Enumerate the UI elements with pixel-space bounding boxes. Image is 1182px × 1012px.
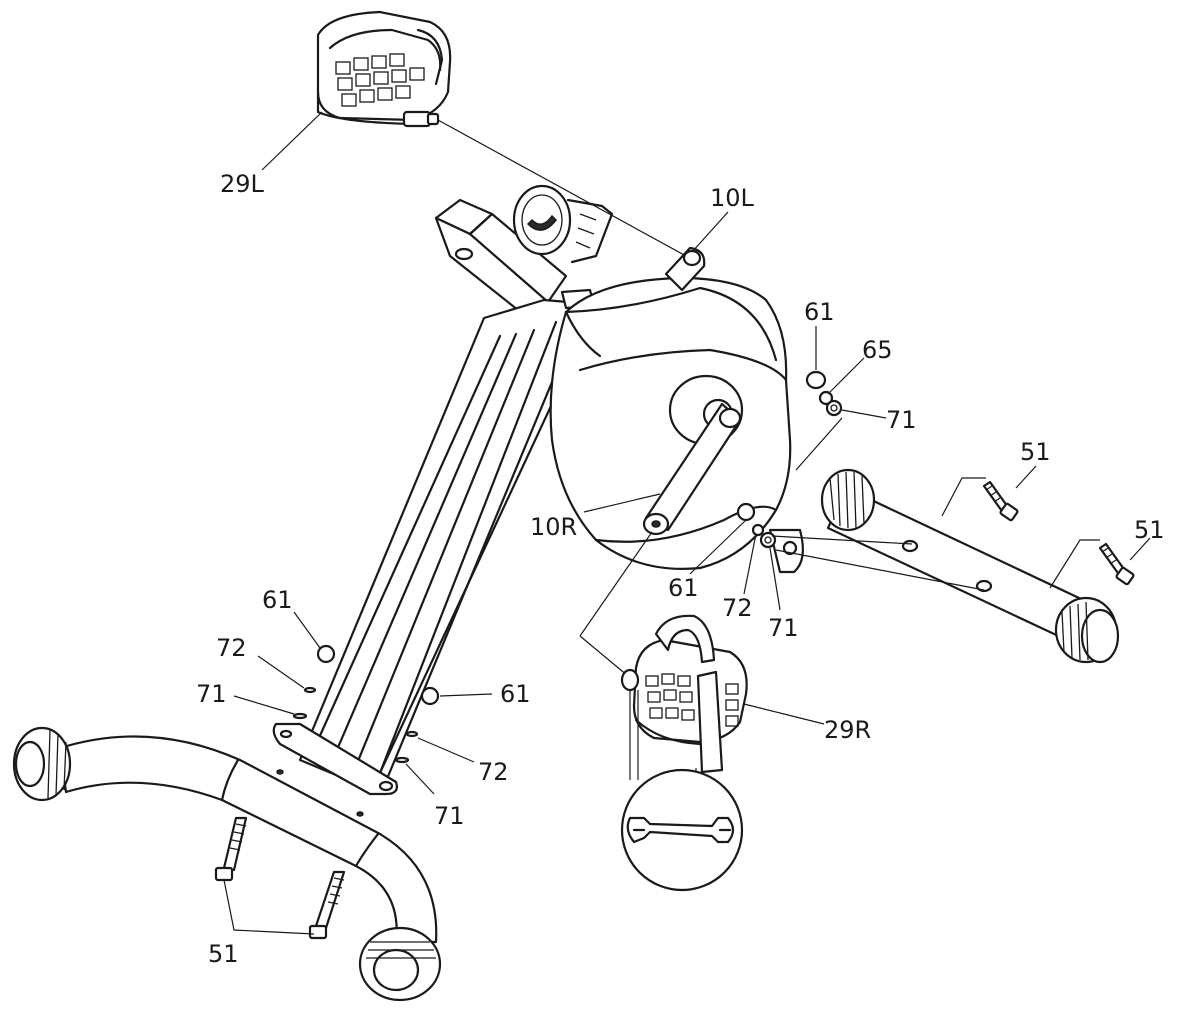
label-65: 65	[862, 336, 893, 364]
label-10R: 10R	[530, 513, 577, 541]
label-61-top: 61	[804, 298, 835, 326]
rear-bolt-1	[982, 480, 1019, 522]
label-61-front-left: 61	[262, 586, 293, 614]
label-51-front: 51	[208, 940, 239, 968]
flywheel-housing	[549, 276, 792, 570]
nut-61-mid	[736, 502, 777, 549]
wrench-tool-inset	[620, 768, 744, 892]
rear-bracket	[768, 528, 805, 574]
label-51-rear-2: 51	[1134, 516, 1165, 544]
label-61-mid: 61	[668, 574, 699, 602]
label-71-front-left: 71	[196, 680, 227, 708]
nut-61-front-left	[292, 644, 336, 720]
left-crank	[664, 246, 706, 292]
front-bolt-2	[308, 870, 346, 940]
base-plate	[272, 722, 398, 796]
right-pedal	[620, 614, 748, 774]
rear-stabilizer	[820, 468, 1120, 664]
front-bolt-1	[214, 816, 248, 882]
label-72-front-right: 72	[478, 758, 509, 786]
nut-61-front-right	[394, 686, 440, 764]
label-51-rear-1: 51	[1020, 438, 1051, 466]
label-72-mid: 72	[722, 594, 753, 622]
label-72-front-left: 72	[216, 634, 247, 662]
front-stabilizer	[12, 726, 442, 1002]
label-71-top: 71	[886, 406, 917, 434]
right-crank	[642, 374, 744, 536]
label-71-mid: 71	[768, 614, 799, 642]
rear-bolt-2	[1098, 542, 1135, 586]
label-29R: 29R	[824, 716, 871, 744]
left-pedal	[316, 10, 452, 128]
label-29L: 29L	[220, 170, 265, 198]
left-pedal-grid	[335, 53, 425, 107]
label-10L: 10L	[710, 184, 755, 212]
console-display	[512, 184, 614, 264]
label-61-front-right: 61	[500, 680, 531, 708]
nut-61-top	[805, 370, 843, 417]
label-71-front-right: 71	[434, 802, 465, 830]
